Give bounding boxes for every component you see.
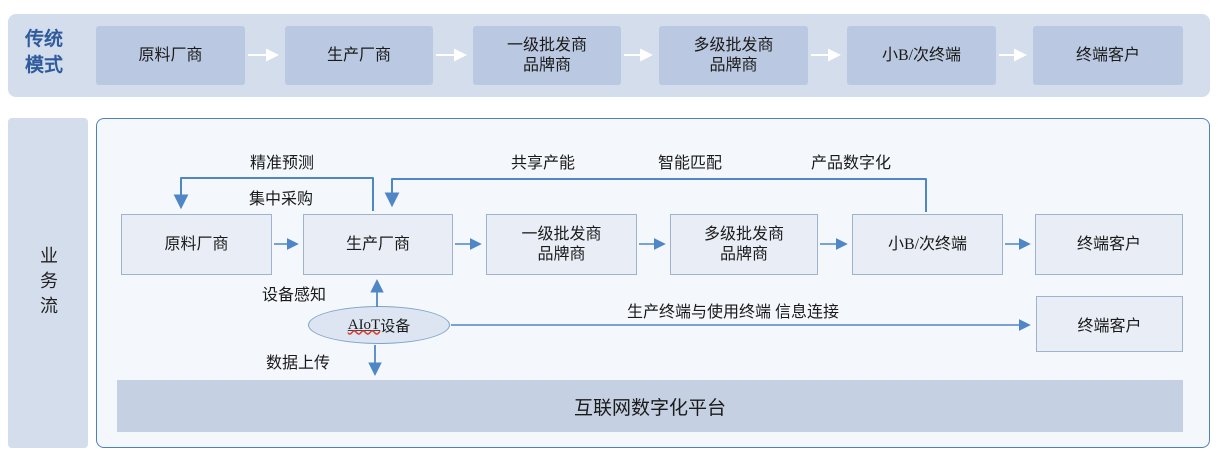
aiot-device-latin-underlined: AIoT [348,317,381,334]
flow-box-small-b-terminal: 小B/次终端 [852,214,1003,275]
flow-box-end-customer-direct: 终端客户 [1036,296,1183,352]
trad-box-multitier-wholesaler: 多级批发商 品牌商 [659,26,808,85]
traditional-model-label: 传统 模式 [25,29,64,76]
aiot-device-latin: AIoT [347,316,381,333]
flow-box-tier1-wholesaler: 一级批发商 品牌商 [486,214,637,275]
trad-box-tier1-wholesaler: 一级批发商 品牌商 [473,26,621,85]
trad-box-manufacturer: 生产厂商 [285,26,433,85]
business-flow-sidebar: 业务流 [8,118,88,448]
flow-box-end-customer: 终端客户 [1035,214,1183,275]
aiot-device-suffix: 设备 [380,318,411,335]
annotation-data-upload: 数据上传 [265,355,331,372]
trad-box-small-b-terminal: 小B/次终端 [847,26,996,85]
trad-box-raw-material: 原料厂商 [96,26,245,85]
internet-digital-platform-bar: 互联网数字化平台 [117,380,1183,432]
annotation-product-digitization: 产品数字化 [810,155,892,172]
annotation-central-procurement: 集中采购 [248,191,314,208]
business-flow-label: 业务流 [38,245,58,321]
trad-box-end-customer: 终端客户 [1033,26,1183,85]
annotation-device-sensing: 设备感知 [261,287,327,304]
annotation-smart-matching: 智能匹配 [657,155,723,172]
flow-box-manufacturer: 生产厂商 [303,214,453,275]
flow-box-raw-material: 原料厂商 [121,214,272,275]
flow-box-multitier-wholesaler: 多级批发商 品牌商 [670,214,818,275]
annotation-shared-capacity: 共享产能 [510,155,576,172]
annotation-accurate-forecast: 精准预测 [249,155,315,172]
annotation-terminal-info-link: 生产终端与使用终端 信息连接 [626,304,840,321]
